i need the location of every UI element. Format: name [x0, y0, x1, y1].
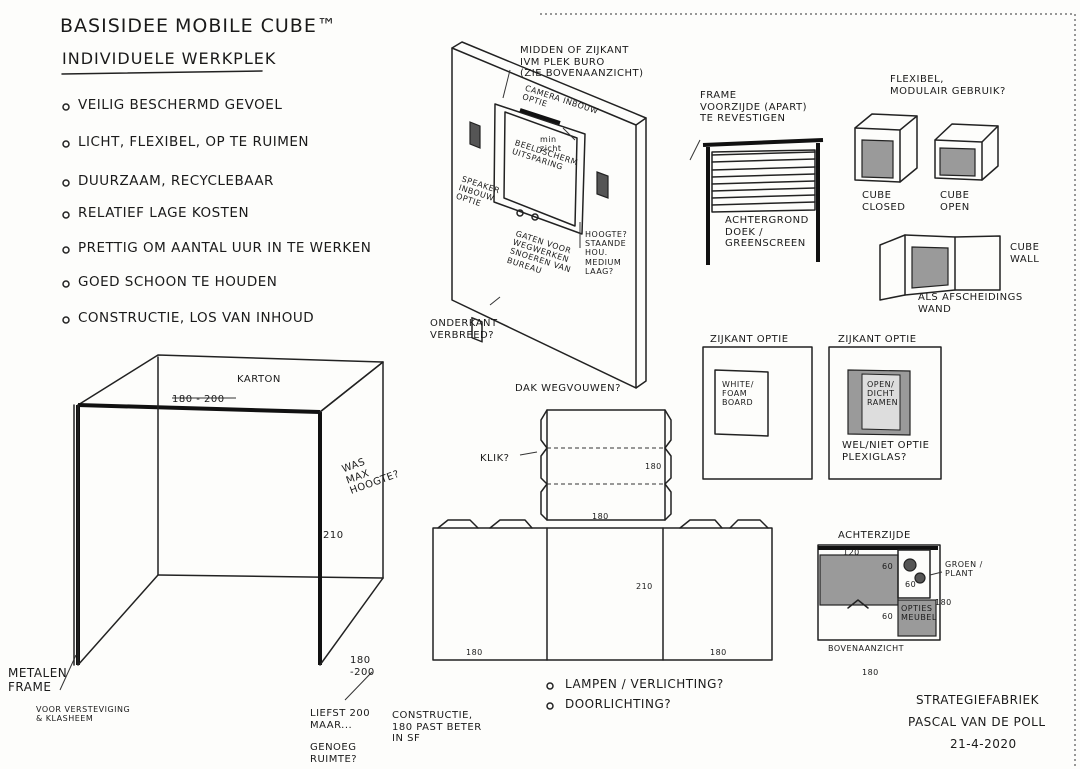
net-dim-180-left: 180: [466, 648, 483, 657]
bullet-item: RELATIEF LAGE KOSTEN: [78, 205, 250, 221]
zijkant-title-2: ZIJKANT OPTIE: [838, 334, 917, 345]
bovenaanzicht-label: BOVENAANZICHT: [828, 644, 904, 653]
plexiglas-label: WEL/NIET OPTIE PLEXIGLAS?: [842, 440, 930, 463]
hoogte-note: HOOGTE? STAANDE HOU. MEDIUM LAAG?: [585, 230, 628, 276]
bullet-item: DUURZAAM, RECYCLEBAAR: [78, 173, 274, 189]
frame-arrow-2: [689, 139, 701, 161]
subtitle-underline: [61, 70, 263, 75]
open-dicht-label: OPEN/ DICHT RAMEN: [867, 380, 899, 408]
frame-note: VOOR VERSTEVIGING & KLASHEEM: [36, 705, 131, 724]
top-dim-180-bottom: 180: [862, 668, 879, 677]
cube-height-label: 210: [323, 530, 344, 541]
bullet-item: CONSTRUCTIE, LOS VAN INHOUD: [78, 310, 315, 326]
cube-perspective-drawing: [73, 354, 384, 666]
top-dim-120: 120: [843, 548, 860, 557]
midden-arrow: [502, 69, 511, 99]
groen-arrow: [929, 571, 943, 576]
afscheiding-label: ALS AFSCHEIDINGS WAND: [918, 292, 1023, 315]
klik-label: KLIK?: [480, 453, 510, 464]
signature-name: PASCAL VAN DE POLL: [908, 715, 1046, 729]
lampen-note: LAMPEN / VERLICHTING?: [565, 677, 724, 691]
frame-arrow: [59, 654, 77, 691]
wall-panel-drawing: [451, 41, 647, 389]
signature-date: 21-4-2020: [950, 737, 1017, 751]
dak-label: DAK WEGVOUWEN?: [515, 383, 621, 394]
top-dim-60b: 60: [905, 580, 917, 589]
midden-note: MIDDEN OF ZIJKANT IVM PLEK BURO (ZIE BOV…: [520, 45, 644, 79]
bullet-doorlichting: [546, 702, 554, 710]
bullet-lampen: [546, 682, 554, 690]
constructie-note: CONSTRUCTIE, 180 PAST BETER IN SF: [392, 710, 482, 744]
cube-net-drawing: [432, 409, 773, 661]
top-dim-60c: 60: [882, 612, 894, 621]
zijkant-options-drawing: [702, 346, 942, 480]
achtergrond-note: ACHTERGROND DOEK / GREENSCREEN: [725, 215, 809, 249]
bullet-item: GOED SCHOON TE HOUDEN: [78, 274, 278, 290]
zijkant-title-1: ZIJKANT OPTIE: [710, 334, 789, 345]
camera-arrow: [562, 127, 576, 141]
flexible-cubes-drawing: [854, 113, 1001, 301]
bullet-item: VEILIG BESCHERMD GEVOEL: [78, 97, 283, 113]
cube-karton-label: KARTON: [237, 374, 281, 385]
depth-arrow: [344, 671, 373, 701]
cube-closed-label: CUBE CLOSED: [862, 190, 906, 213]
cube-width-label: 180 - 200: [172, 394, 225, 405]
title-mobile-cube: MOBILE CUBE™: [175, 15, 337, 37]
top-dim-180: 180: [935, 598, 952, 607]
frame-note-2: FRAME VOORZIJDE (APART) TE REVESTIGEN: [700, 90, 808, 124]
cube-depth-label: 180 -200: [350, 655, 375, 678]
net-dim-180-right: 180: [710, 648, 727, 657]
top-view-drawing: [817, 544, 941, 641]
title-basisidee: BASISIDEE: [60, 15, 170, 37]
net-dim-180-side: 180: [645, 462, 662, 471]
whiteboard-label: WHITE/ FOAM BOARD: [722, 380, 754, 408]
bullet-item: LICHT, FLEXIBEL, OP TE RUIMEN: [78, 134, 309, 150]
min-zicht-note: min zicht: [540, 135, 562, 154]
metalen-frame-label: METALEN FRAME: [8, 666, 68, 694]
doorlichting-note: DOORLICHTING?: [565, 697, 672, 711]
achterzijde-title: ACHTERZIJDE: [838, 530, 911, 541]
cube-wall-label: CUBE WALL: [1010, 242, 1040, 265]
net-dim-180-top: 180: [592, 512, 609, 521]
subtitle: INDIVIDUELE WERKPLEK: [62, 49, 277, 68]
opties-meubel-label: OPTIES MEUBEL: [901, 604, 937, 623]
bullet-marks: [62, 103, 70, 324]
bullet-item: PRETTIG OM AANTAL UUR IN TE WERKEN: [78, 240, 372, 256]
cube-open-label: CUBE OPEN: [940, 190, 970, 213]
groen-label: GROEN / PLANT: [945, 560, 983, 579]
flexibel-title: FLEXIBEL, MODULAIR GEBRUIK?: [890, 74, 1006, 97]
onderkant-note: ONDERKANT VERBREED?: [430, 318, 498, 341]
frame-greenscreen-drawing: [702, 138, 824, 265]
signature-org: STRATEGIEFABRIEK: [916, 693, 1039, 707]
genoeg-note: GENOEG RUIMTE?: [310, 742, 358, 765]
liefst-note: LIEFST 200 MAAR...: [310, 708, 371, 731]
net-dim-210: 210: [636, 582, 653, 591]
top-dim-60a: 60: [882, 562, 894, 571]
